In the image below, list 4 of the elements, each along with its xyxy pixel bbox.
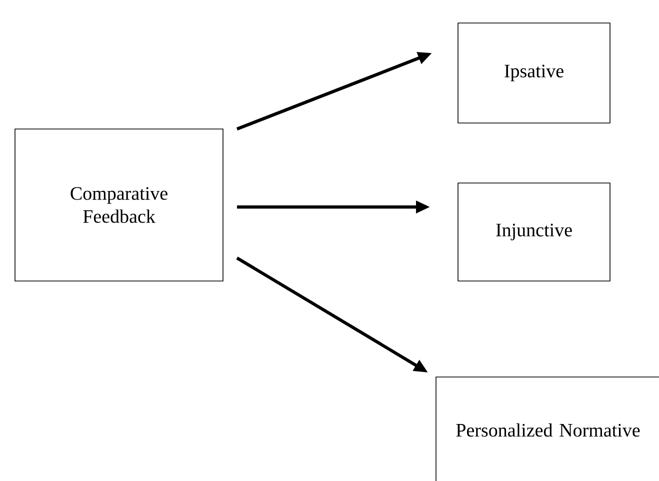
box: Ipsative xyxy=(458,22,610,124)
box: Personalized Normative xyxy=(436,376,659,481)
box: Comparative Feedback xyxy=(14,128,224,282)
box: Injunctive xyxy=(458,182,610,282)
